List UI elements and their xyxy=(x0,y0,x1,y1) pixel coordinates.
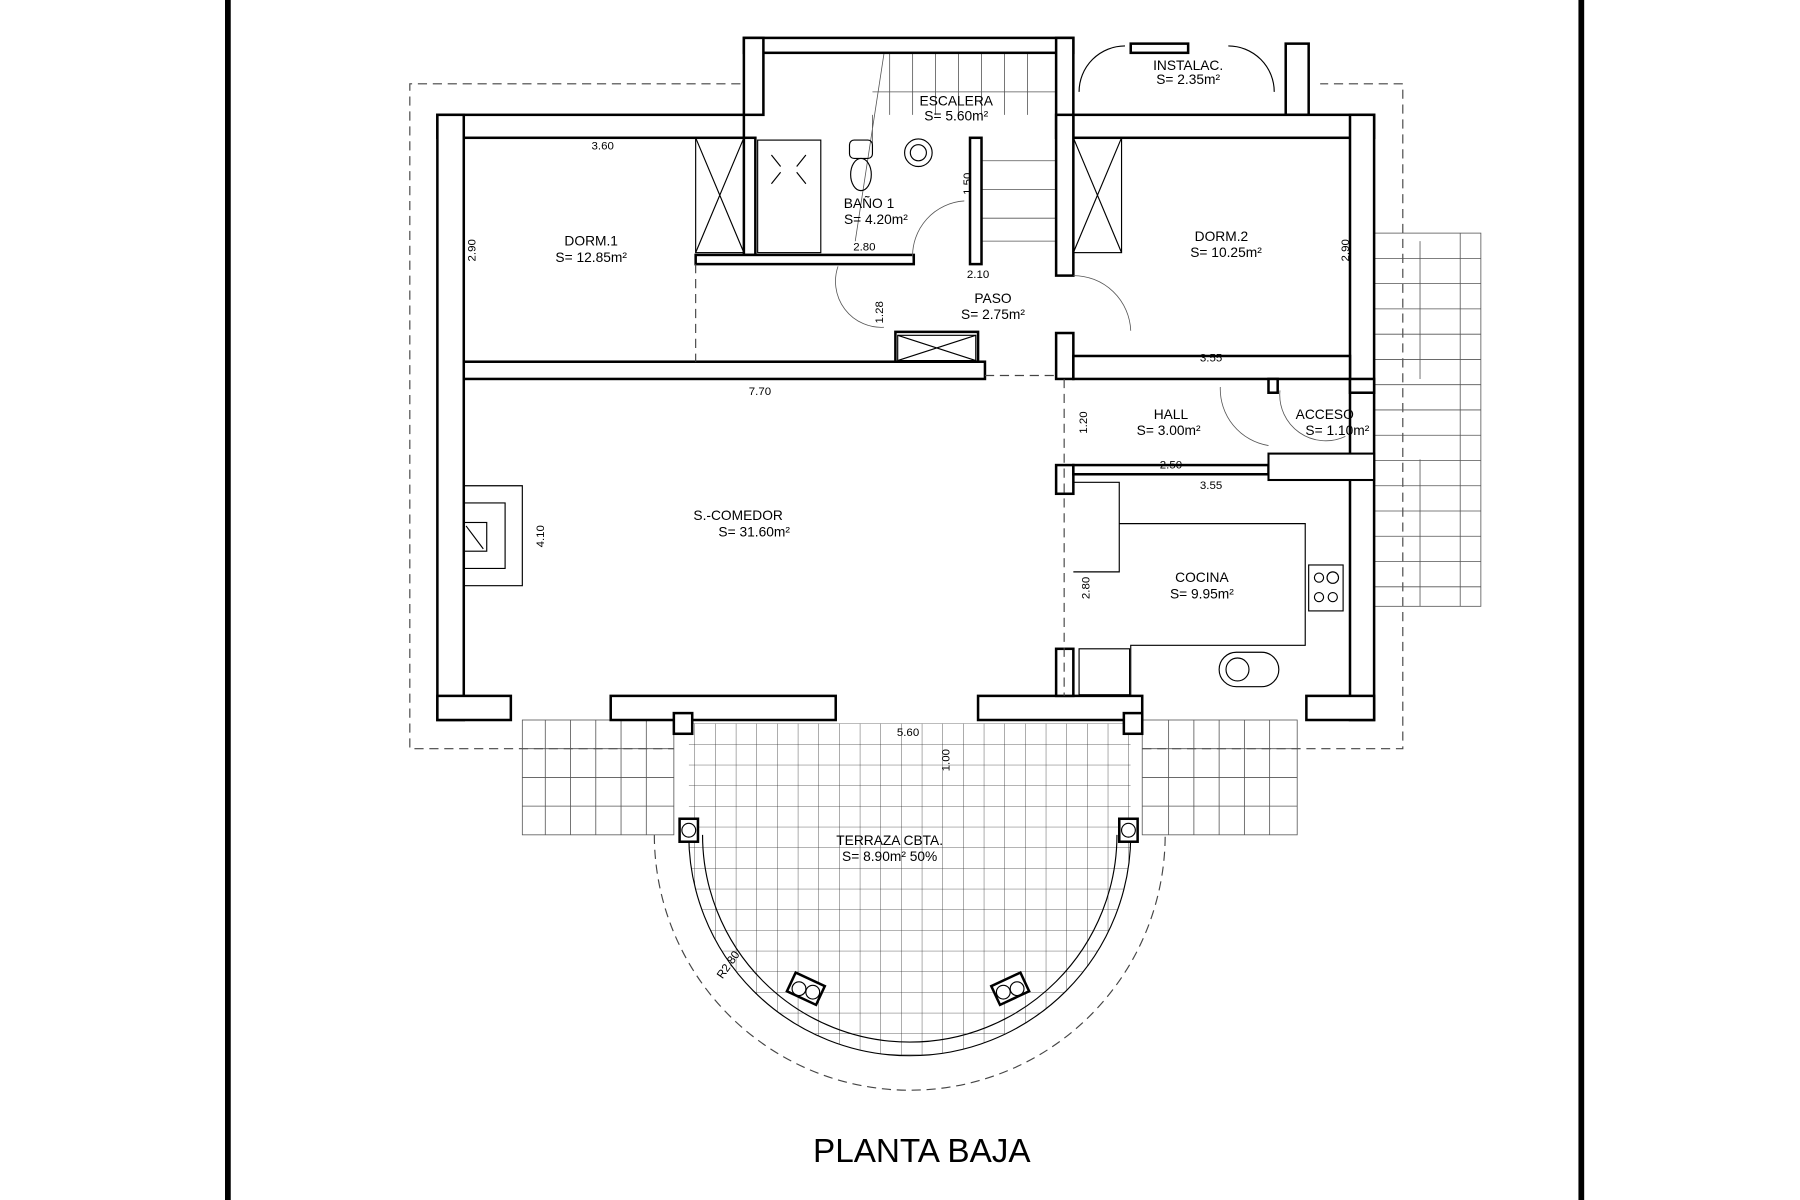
dimension-label: 2.80 xyxy=(1080,577,1092,599)
kitchen-counter xyxy=(1073,481,1306,696)
closet-paso xyxy=(897,334,977,362)
terrace-steps-right xyxy=(1141,719,1298,836)
room-area-paso: S= 2.75m² xyxy=(961,307,1025,322)
wardrobe-dorm1 xyxy=(695,137,745,254)
room-area-escalera: S= 5.60m² xyxy=(924,109,988,124)
room-area-salon: S= 31.60m² xyxy=(718,524,790,539)
room-area-acceso: S= 1.10m² xyxy=(1305,423,1369,438)
dimension-label: 2.10 xyxy=(967,269,989,281)
room-area-terraza: S= 8.90m² 50% xyxy=(842,849,937,864)
stove-icon xyxy=(1308,564,1344,612)
fireplace-icon xyxy=(463,485,523,587)
sink-icon xyxy=(904,138,933,168)
terrace-column xyxy=(678,817,700,843)
dimension-label: 2.90 xyxy=(1340,239,1352,261)
room-name-dorm2: DORM.2 xyxy=(1195,229,1249,244)
terrace-steps-left xyxy=(521,719,675,836)
dimension-label: 1.00 xyxy=(940,749,952,771)
toilet-icon xyxy=(848,139,874,192)
room-name-cocina: COCINA xyxy=(1175,570,1229,585)
kitchen-sink-icon xyxy=(1218,651,1280,688)
room-area-dorm2: S= 10.25m² xyxy=(1190,245,1262,260)
dimension-label: 2.90 xyxy=(466,239,478,261)
wardrobe-dorm2 xyxy=(1072,137,1123,254)
room-area-bano1: S= 4.20m² xyxy=(844,212,908,227)
room-name-bano1: BAÑO 1 xyxy=(844,195,894,211)
dimension-label: 1.28 xyxy=(874,301,886,323)
internal-dashes xyxy=(695,264,1065,696)
dimension-label: 2.50 xyxy=(1160,460,1182,472)
dimension-label: 4.10 xyxy=(535,525,547,547)
sheet-border-right xyxy=(1578,0,1585,1200)
room-area-instalac: S= 2.35m² xyxy=(1156,72,1220,87)
terrace-column xyxy=(1117,817,1139,843)
room-area-cocina: S= 9.95m² xyxy=(1170,586,1234,601)
room-name-paso: PASO xyxy=(974,291,1012,306)
sheet-border-left xyxy=(225,0,231,1200)
roof-outline xyxy=(409,83,1404,750)
terrace-column xyxy=(785,970,827,1007)
room-name-dorm1: DORM.1 xyxy=(564,234,618,249)
room-name-hall: HALL xyxy=(1154,407,1189,422)
terrace xyxy=(653,723,1166,1091)
plan-title: PLANTA BAJA xyxy=(813,1133,1031,1170)
room-name-instalac: INSTALAC. xyxy=(1153,58,1223,73)
room-name-salon: S.-COMEDOR xyxy=(693,508,783,523)
room-name-acceso: ACCESO xyxy=(1296,407,1354,422)
doors xyxy=(835,200,1346,446)
dimension-label: 1.50 xyxy=(962,173,974,195)
room-area-hall: S= 3.00m² xyxy=(1137,423,1201,438)
walls xyxy=(436,113,1376,736)
dimension-label: 5.60 xyxy=(897,727,919,739)
room-name-escalera: ESCALERA xyxy=(920,94,994,109)
dimension-label: 3.60 xyxy=(592,140,614,152)
terrace-column xyxy=(989,970,1031,1007)
room-name-terraza: TERRAZA CBTA. xyxy=(836,833,943,848)
shower-icon xyxy=(757,139,822,254)
dimension-label: 3.55 xyxy=(1200,353,1222,365)
dimension-label: 3.55 xyxy=(1200,480,1222,492)
room-area-dorm1: S= 12.85m² xyxy=(555,250,627,265)
dimension-label: 2.80 xyxy=(853,241,875,253)
entrance-stairs xyxy=(1373,232,1482,607)
dimension-label: 7.70 xyxy=(749,386,771,398)
dimension-label: 1.20 xyxy=(1078,411,1090,433)
